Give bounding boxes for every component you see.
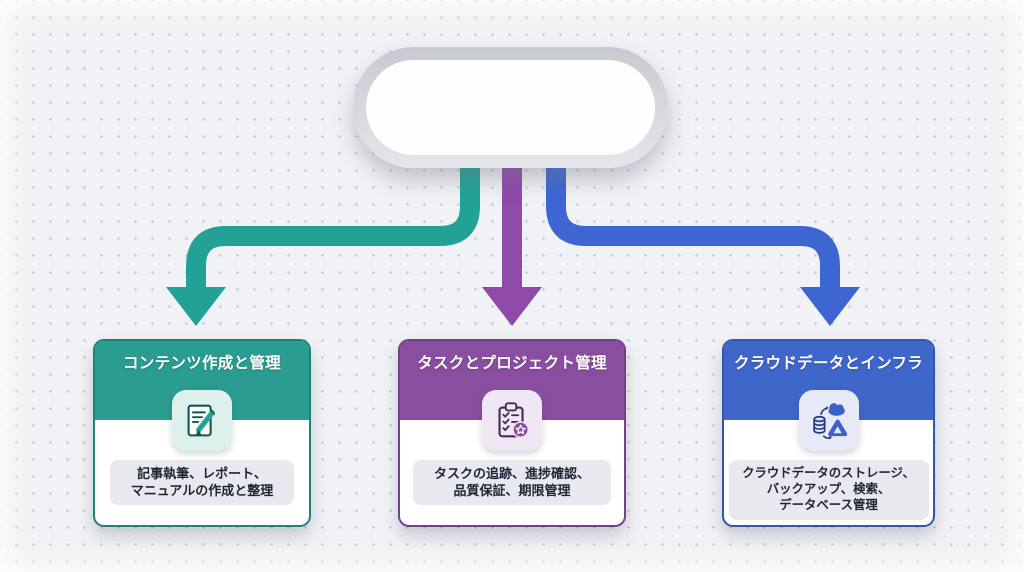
card-title: コンテンツ作成と管理 xyxy=(122,355,281,372)
card-content-creation: コンテンツ作成と管理 記事執筆、レポート、 マニュアルの作成と整理 xyxy=(93,339,311,527)
card-description: タスクの追跡、進捗確認、 品質保証、期限管理 xyxy=(413,460,611,506)
description-line: マニュアルの作成と整理 xyxy=(130,482,274,498)
description-line: 記事執筆、レポート、 xyxy=(137,466,267,481)
icon-tile xyxy=(482,390,542,451)
cloud-sync-icon xyxy=(812,402,847,439)
card-description: 記事執筆、レポート、 マニュアルの作成と整理 xyxy=(110,460,294,506)
description-line: タスクの追跡、進捗確認、 xyxy=(433,466,590,481)
clipboard-check-icon xyxy=(498,401,530,438)
description-line: 品質保証、期限管理 xyxy=(453,482,571,498)
icon-tile xyxy=(172,390,232,451)
card-description: クラウドデータのストレージ、 バックアップ、検索、 データベース管理 xyxy=(728,460,929,520)
description-line: バックアップ、検索、 xyxy=(766,481,891,496)
description-line: データベース管理 xyxy=(779,497,878,512)
card-title: タスクとプロジェクト管理 xyxy=(417,355,607,372)
document-pen-icon xyxy=(187,404,216,436)
root-node xyxy=(353,47,668,168)
icon-tile xyxy=(798,390,859,451)
description-line: クラウドデータのストレージ、 xyxy=(742,466,915,480)
card-task-management: タスクとプロジェクト管理 タスクの追跡、進捗確認、 品質保証、期限管理 xyxy=(398,339,626,527)
card-cloud-data: クラウドデータとインフラ xyxy=(722,339,935,527)
card-title: クラウドデータとインフラ xyxy=(733,355,924,372)
arrow-left xyxy=(166,163,480,326)
root-node-body xyxy=(366,60,655,155)
arrow-right xyxy=(546,163,860,326)
arrow-middle xyxy=(482,163,542,326)
